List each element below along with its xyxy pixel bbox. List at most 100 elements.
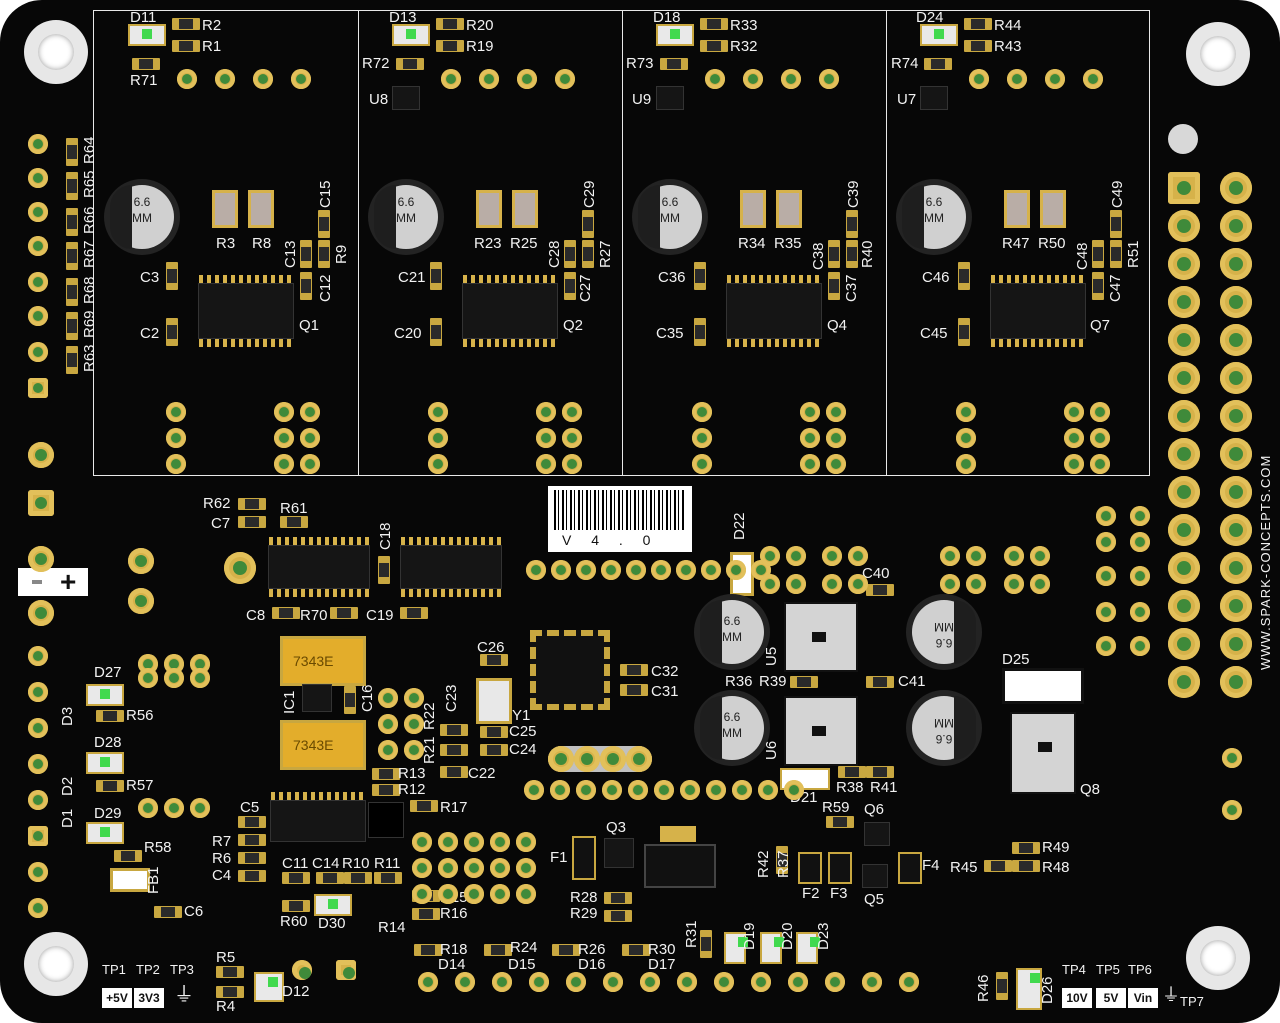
designator: C20 [394,325,422,342]
transistor [864,822,890,846]
pad [626,746,652,772]
pad [848,574,868,594]
pad [1064,402,1084,422]
designator: R18 [440,941,468,958]
diode [1002,668,1084,704]
ic [268,537,370,597]
pad [548,746,574,772]
designator: R67 [81,240,98,268]
resistor [172,40,200,52]
pad [28,546,54,572]
mosfet-driver-chip [990,275,1086,347]
pad [760,574,780,594]
designator: U6 [763,740,780,760]
pad [253,69,273,89]
resistor [826,816,854,828]
resistor [846,240,858,268]
pad [166,454,186,474]
pad [1168,476,1200,508]
designator: R13 [398,765,426,782]
pad [524,780,544,800]
pad [640,972,660,992]
capacitor [238,816,266,828]
designator: R69 [81,310,98,338]
led [128,24,166,46]
ic [270,792,366,842]
resistor [396,58,424,70]
pad [758,780,778,800]
pad [516,832,536,852]
designator: D1 [59,808,76,828]
resistor [552,944,580,956]
pad [651,560,671,580]
capacitor [272,607,300,619]
pad [576,780,596,800]
ic [302,684,332,712]
designator: Q6 [864,801,885,818]
pad [1220,400,1252,432]
resistor [216,986,244,998]
designator: D3 [59,706,76,726]
designator: Q7 [1090,317,1111,334]
pad [862,972,882,992]
pad [441,69,461,89]
resistor [700,18,728,30]
pad [956,402,976,422]
pad [680,780,700,800]
resistor [700,40,728,52]
pad [692,428,712,448]
designator: C29 [581,180,598,208]
capacitor [694,262,706,290]
designator: D29 [94,805,122,822]
pad [1004,574,1024,594]
pad [418,972,438,992]
designator: R40 [859,240,876,268]
designator: R20 [466,17,494,34]
designator: C19 [366,607,394,624]
resistor [414,944,442,956]
pad [1220,552,1252,584]
pad [576,560,596,580]
designator: F4 [922,857,940,874]
pad [516,858,536,878]
ground-icon: ⏚ [1162,985,1180,1005]
pad [404,714,424,734]
power-resistor [1040,190,1066,228]
capacitor [238,516,266,528]
pad [464,832,484,852]
pad [825,972,845,992]
pad [966,546,986,566]
resistor [1012,842,1040,854]
capacitor [154,906,182,918]
pad [28,826,48,846]
resistor [280,516,308,528]
designator: R26 [578,941,606,958]
designator: C27 [577,274,594,302]
pad [28,306,48,326]
designator: R3 [216,235,236,252]
resistor [66,242,78,270]
designator: C47 [1107,274,1124,302]
pad [1168,438,1200,470]
designator: R46 [975,974,992,1002]
designator: D17 [648,956,676,973]
designator: U7 [897,91,917,108]
pad [826,428,846,448]
designator: R10 [342,855,370,872]
pad [164,798,184,818]
pad [1168,400,1200,432]
pad [940,574,960,594]
pad [1220,248,1252,280]
designator: R60 [280,913,308,930]
resistor [66,278,78,306]
designator: C7 [211,515,231,532]
test-point-name: TP6 [1128,962,1152,977]
pad [550,780,570,800]
resistor [282,900,310,912]
pad [166,402,186,422]
pad [412,832,432,852]
pad [1222,748,1242,768]
designator: R61 [280,500,308,517]
designator: C21 [398,269,426,286]
